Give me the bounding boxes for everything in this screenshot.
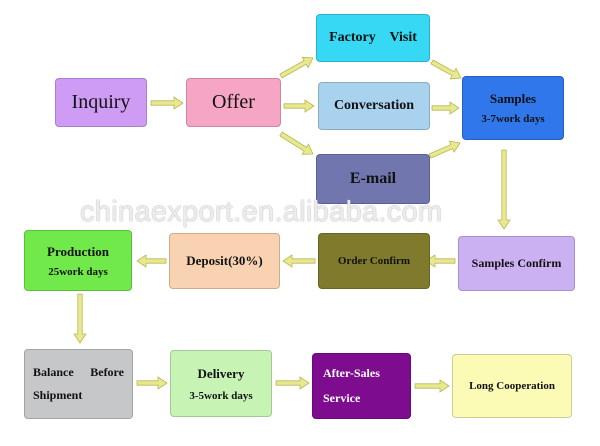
arrow-conversation-to-samples [431,101,460,115]
delivery-title: Delivery [197,365,245,381]
shipment-word: Shipment [33,388,83,402]
balance-before-shipment-box: Balance Before Shipment [24,349,133,419]
arrow-order-to-deposit [282,254,316,268]
order-confirm-label: Order Confirm [337,255,411,267]
samples-confirm-label: Samples Confirm [471,256,562,270]
arrow-offer-to-factory [279,56,314,79]
samples-box: Samples 3-7work days [462,76,564,140]
production-box: Production 25work days [24,230,132,291]
factory-visit-label: Factory Visit [329,30,417,45]
deposit-label: Deposit(30%) [186,253,263,268]
arrow-production-to-balance [73,293,87,344]
watermark-text: chinaexport.en.alibaba.com [80,196,443,228]
email-box: E-mail [316,154,430,204]
arrow-samples-to-samplesconfirm [497,149,511,230]
after-sales-line2: Service [323,391,361,405]
arrow-offer-to-conversation [283,99,315,113]
before-word: Before [90,365,124,379]
after-sales-line1: After-Sales [323,366,380,380]
samples-confirm-box: Samples Confirm [458,236,575,291]
balance-word: Balance [33,365,74,379]
order-confirm-box: Order Confirm [318,233,430,289]
arrow-inquiry-to-offer [150,96,184,110]
arrow-balance-to-delivery [136,376,168,390]
inquiry-label: Inquiry [71,91,131,113]
samples-detail: 3-7work days [481,113,545,125]
arrow-aftersales-to-longcoop [414,379,450,393]
arrow-factory-to-samples [430,59,462,80]
offer-box: Offer [186,78,281,127]
deposit-box: Deposit(30%) [169,233,280,289]
conversation-label: Conversation [333,98,415,113]
offer-label: Offer [212,91,255,113]
arrow-samplesconfirm-to-order [425,254,456,268]
balance-line1: Balance Before [33,365,124,380]
arrow-delivery-to-aftersales [275,376,310,390]
long-cooperation-label: Long Cooperation [469,380,555,392]
arrow-email-to-samples [428,140,461,159]
production-title: Production [47,243,109,259]
factory-visit-box: Factory Visit [316,14,430,62]
delivery-detail: 3-5work days [189,389,253,402]
delivery-box: Delivery 3-5work days [170,350,272,417]
long-cooperation-box: Long Cooperation [452,354,572,418]
conversation-box: Conversation [318,82,430,130]
after-sales-service-box: After-Sales Service [312,353,411,419]
production-detail: 25work days [48,265,108,278]
arrow-offer-to-email [279,131,314,155]
inquiry-box: Inquiry [55,78,147,127]
arrow-deposit-to-production [136,254,167,268]
samples-title: Samples [489,91,537,106]
email-label: E-mail [349,170,397,187]
